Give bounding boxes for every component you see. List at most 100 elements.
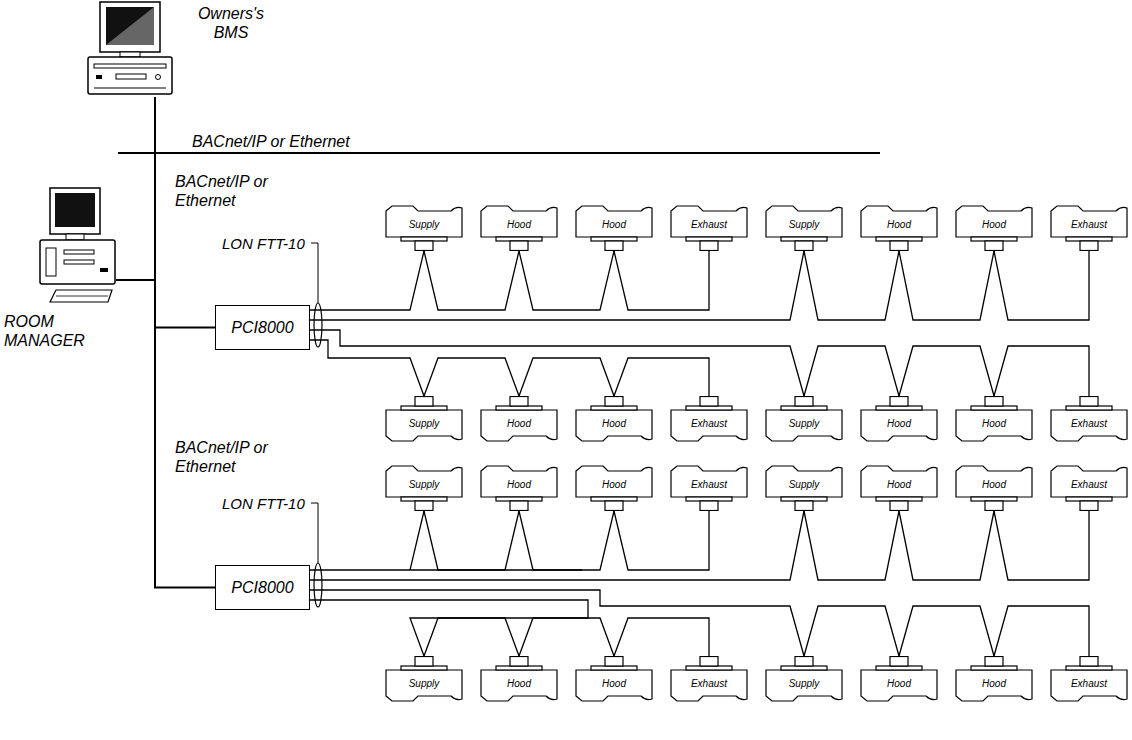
drawing-part bbox=[985, 657, 1003, 667]
unit-label: Exhaust bbox=[1050, 472, 1128, 496]
drawing-part bbox=[671, 657, 747, 702]
lon-wire bbox=[614, 358, 709, 396]
drawing-part bbox=[956, 410, 1032, 441]
drawing-part bbox=[496, 406, 542, 410]
lon-wire bbox=[994, 346, 1089, 396]
drawing-part bbox=[591, 497, 637, 501]
drawing-part bbox=[686, 497, 732, 501]
drawing-part bbox=[971, 237, 1017, 241]
vav-unit: Hood bbox=[955, 465, 1033, 511]
lon-wire bbox=[424, 511, 519, 570]
drawing-part bbox=[1051, 397, 1127, 442]
drawing-part bbox=[510, 657, 528, 667]
bus-label: LON FTT-10 bbox=[222, 494, 305, 513]
network-line bbox=[116, 280, 215, 328]
lon-wire bbox=[899, 346, 994, 396]
lon-wire bbox=[614, 618, 709, 656]
drawing-part bbox=[1051, 410, 1127, 441]
vav-unit: Exhaust bbox=[670, 465, 748, 511]
vav-unit: Hood bbox=[480, 656, 558, 702]
drawing-part bbox=[686, 237, 732, 241]
vav-unit: Exhaust bbox=[1050, 396, 1128, 442]
drawing-part bbox=[671, 466, 747, 497]
drawing-part bbox=[510, 501, 528, 511]
drawing-part bbox=[386, 397, 462, 442]
lon-wire bbox=[519, 511, 614, 570]
drawing-part bbox=[971, 497, 1017, 501]
unit-label: Hood bbox=[860, 472, 938, 496]
drawing-part bbox=[890, 657, 908, 667]
lon-wire bbox=[424, 251, 519, 310]
vav-unit: Hood bbox=[860, 656, 938, 702]
drawing-part bbox=[386, 670, 462, 701]
drawing-part bbox=[890, 241, 908, 251]
drawing-part bbox=[591, 406, 637, 410]
bus-label: LON FTT-10 bbox=[222, 234, 305, 253]
vav-unit: Supply bbox=[385, 396, 463, 442]
lon-wire bbox=[899, 511, 994, 580]
drawing-part bbox=[861, 670, 937, 701]
drawing-part bbox=[576, 397, 652, 442]
drawing-part bbox=[481, 670, 557, 701]
drawing-part bbox=[50, 290, 112, 302]
unit-label: Exhaust bbox=[670, 472, 748, 496]
drawing-part bbox=[605, 397, 623, 407]
unit-label: Hood bbox=[575, 671, 653, 695]
unit-label: Exhaust bbox=[1050, 212, 1128, 236]
vav-unit: Supply bbox=[385, 205, 463, 251]
lon-wire bbox=[994, 251, 1089, 320]
drawing-part bbox=[781, 237, 827, 241]
lon-wire bbox=[804, 346, 899, 396]
vav-unit: Exhaust bbox=[670, 205, 748, 251]
lon-wire bbox=[804, 511, 899, 580]
vav-unit: Exhaust bbox=[670, 656, 748, 702]
leader-line bbox=[311, 503, 318, 563]
unit-label: Supply bbox=[385, 411, 463, 435]
vav-unit: Hood bbox=[575, 396, 653, 442]
vav-unit: Exhaust bbox=[670, 396, 748, 442]
drawing-part bbox=[481, 657, 557, 702]
drawing-part bbox=[386, 410, 462, 441]
vav-unit: Hood bbox=[955, 396, 1033, 442]
drawing-part bbox=[985, 501, 1003, 511]
drawing-part bbox=[46, 248, 56, 276]
drawing-part bbox=[956, 670, 1032, 701]
unit-label: Exhaust bbox=[670, 411, 748, 435]
vav-unit: Hood bbox=[480, 396, 558, 442]
lon-wire bbox=[519, 618, 614, 656]
unit-label: Exhaust bbox=[670, 671, 748, 695]
drawing-part bbox=[781, 497, 827, 501]
drawing-part bbox=[671, 206, 747, 237]
drawing-part bbox=[496, 237, 542, 241]
drawing-part bbox=[781, 406, 827, 410]
drawing-part bbox=[766, 397, 842, 442]
unit-label: Hood bbox=[955, 411, 1033, 435]
unit-label: Hood bbox=[955, 472, 1033, 496]
drawing-part bbox=[100, 268, 108, 272]
drawing-part bbox=[1080, 501, 1098, 511]
computer-label: ROOM MANAGER bbox=[4, 312, 108, 350]
network-label: BACnet/IP or Ethernet bbox=[192, 132, 350, 151]
drawing-part bbox=[766, 410, 842, 441]
drawing-part bbox=[576, 466, 652, 497]
drawing-part bbox=[795, 241, 813, 251]
vav-unit: Hood bbox=[575, 465, 653, 511]
drawing-part bbox=[1066, 497, 1112, 501]
drawing-part bbox=[861, 397, 937, 442]
unit-label: Hood bbox=[860, 671, 938, 695]
drawing-part bbox=[481, 410, 557, 441]
lon-wire bbox=[310, 251, 804, 320]
drawing-part bbox=[671, 670, 747, 701]
unit-label: Supply bbox=[765, 411, 843, 435]
drawing-part bbox=[861, 657, 937, 702]
drawing-part bbox=[156, 75, 161, 80]
unit-label: Supply bbox=[385, 671, 463, 695]
drawing-part bbox=[876, 406, 922, 410]
drawing-part bbox=[861, 206, 937, 237]
lon-wire bbox=[899, 251, 994, 320]
unit-label: Hood bbox=[860, 212, 938, 236]
lon-wire bbox=[804, 251, 899, 320]
drawing-part bbox=[876, 497, 922, 501]
drawing-part bbox=[795, 397, 813, 407]
